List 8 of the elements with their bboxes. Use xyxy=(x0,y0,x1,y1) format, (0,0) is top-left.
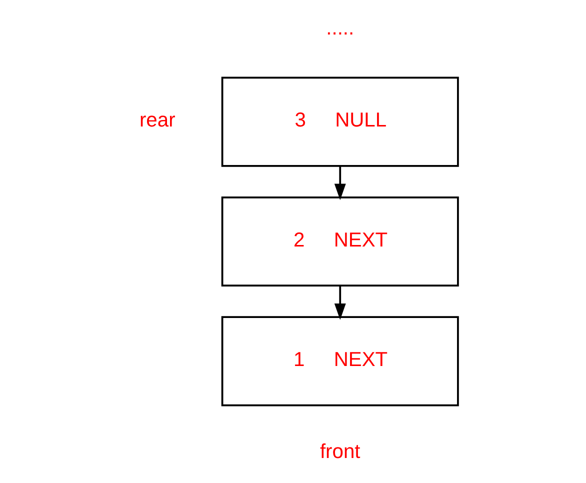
node-box: 2 NEXT xyxy=(220,196,458,287)
arrow xyxy=(334,286,346,320)
node-box: 1 NEXT xyxy=(220,316,458,406)
node-label: rear xyxy=(138,110,175,132)
node-label: front xyxy=(319,441,360,464)
node-box: 3 NULL xyxy=(220,76,458,167)
arrow xyxy=(334,166,346,200)
label: ..... xyxy=(326,18,354,40)
